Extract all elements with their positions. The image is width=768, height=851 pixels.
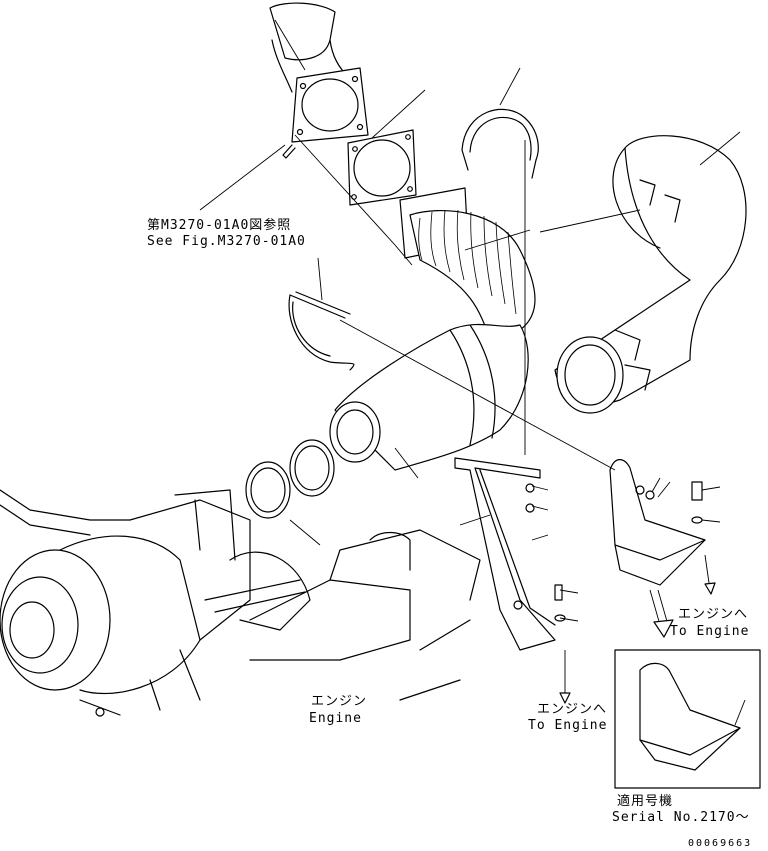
serial-label-en: Serial No.2170〜 — [612, 810, 750, 825]
reference-label-jp: 第M3270-01A0図参照 — [147, 218, 292, 233]
support-bracket-right — [609, 459, 706, 586]
elbow-duct — [329, 323, 529, 471]
upper-flange — [291, 67, 369, 143]
reference-label-en: See Fig.M3270-01A0 — [147, 234, 306, 249]
support-bracket-center — [454, 457, 566, 651]
engine-label-jp: エンジン — [311, 694, 368, 709]
to-engine-label-jp-center: エンジンへ — [537, 702, 608, 717]
to-engine-label-jp-right: エンジンへ — [678, 607, 749, 622]
to-engine-label-en-center: To Engine — [528, 718, 608, 733]
serial-inset-box — [614, 649, 761, 789]
o-ring-seals — [245, 439, 335, 519]
flange-bolt — [282, 144, 296, 159]
engine-turbo-outline — [0, 489, 481, 717]
leader-lines — [199, 19, 746, 726]
serial-label-jp: 適用号機 — [617, 794, 674, 809]
drawing-number: 00069663 — [688, 838, 753, 849]
engine-label-en: Engine — [309, 711, 362, 726]
to-engine-label-en-right: To Engine — [670, 624, 750, 639]
flange-gasket — [347, 129, 417, 206]
hose-clamp-upper — [461, 108, 539, 179]
bellows-hose — [399, 187, 536, 341]
hose-clamp-lower — [288, 291, 355, 371]
air-cleaner-pipe — [554, 135, 747, 414]
